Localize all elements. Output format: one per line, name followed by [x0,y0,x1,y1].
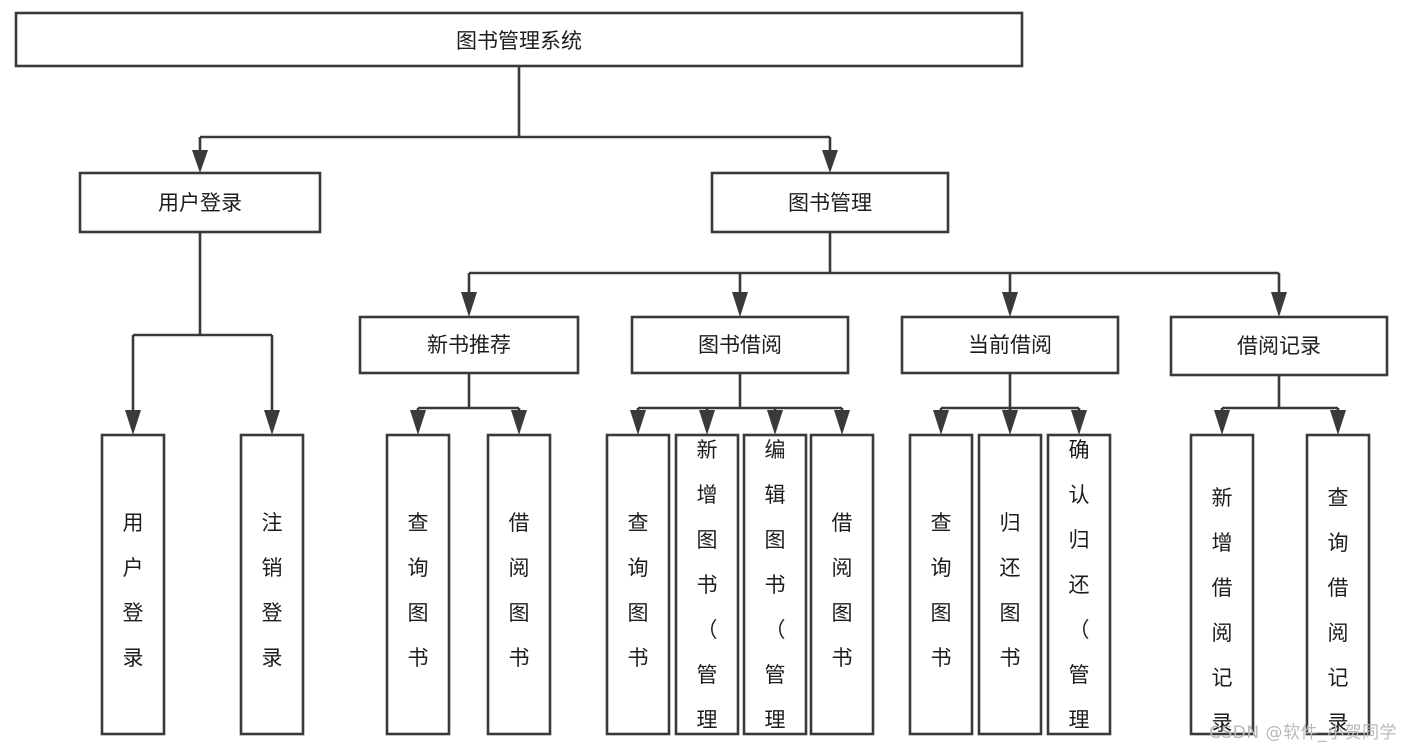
arrowhead-new-book-leaf-1 [410,410,426,435]
node-leaf-borrow-book-2-box[interactable] [809,433,875,736]
arrowhead-current-leaf-1 [933,410,949,435]
node-leaf-query-book-3-label: 查询图书 [931,511,952,670]
node-leaf-query-book-2-label: 查询图书 [628,511,649,670]
node-book-management[interactable]: 图书管理 [710,171,950,234]
node-leaf-return-book[interactable]: 归还图书 [977,433,1043,736]
node-leaf-query-book-3[interactable]: 查询图书 [908,433,974,736]
arrowhead-book-mgmt-to-new-book [461,292,477,317]
node-new-book-recommend-label: 新书推荐 [427,333,511,357]
arrowhead-borrow-leaf-1 [630,410,646,435]
node-leaf-query-book-2[interactable]: 查询图书 [605,433,671,736]
arrowhead-borrow-leaf-3 [767,410,783,435]
arrowhead-borrow-leaf-2 [699,410,715,435]
node-leaf-logout[interactable]: 注销登录 [239,433,305,736]
arrowhead-book-mgmt-to-borrow [732,292,748,317]
node-leaf-borrow-book-1-label: 借阅图书 [509,511,530,670]
node-user-login-box[interactable] [78,171,322,234]
arrowhead-borrow-leaf-4 [834,410,850,435]
node-leaf-user-login-label: 用户登录 [123,511,144,670]
node-borrow-record-label: 借阅记录 [1237,334,1321,358]
node-leaf-add-record[interactable]: 新增借阅记录 [1189,433,1255,736]
arrowhead-book-mgmt-to-current [1002,292,1018,317]
node-leaf-query-book-1-box[interactable] [385,433,451,736]
node-new-book-recommend[interactable]: 新书推荐 [358,315,580,375]
node-leaf-query-book-1[interactable]: 查询图书 [385,433,451,736]
node-new-book-recommend-box[interactable] [358,315,580,375]
node-leaf-logout-label: 注销登录 [262,511,283,670]
node-leaf-user-login-box[interactable] [100,433,166,736]
node-leaf-add-record-label: 新增借阅记录 [1212,486,1233,735]
arrowhead-record-leaf-2 [1330,410,1346,435]
node-leaf-borrow-book-1-box[interactable] [486,433,552,736]
node-leaf-query-record-label: 查询借阅记录 [1328,486,1349,735]
node-leaf-logout-box[interactable] [239,433,305,736]
node-root-box[interactable] [14,11,1024,68]
arrowhead-user-login-leaf-1 [125,410,141,435]
node-leaf-borrow-book-1[interactable]: 借阅图书 [486,433,552,736]
node-leaf-borrow-book-2-label: 借阅图书 [832,511,853,670]
node-leaf-return-book-label: 归还图书 [1000,511,1021,670]
node-book-borrow-box[interactable] [630,315,850,375]
node-leaf-return-book-box[interactable] [977,433,1043,736]
node-leaf-query-book-2-box[interactable] [605,433,671,736]
node-current-borrow-label: 当前借阅 [968,333,1052,357]
arrowhead-user-login-leaf-2 [264,410,280,435]
node-book-management-label: 图书管理 [788,191,872,215]
arrowhead-record-leaf-1 [1214,410,1230,435]
arrowhead-book-mgmt-to-record [1271,292,1287,317]
node-leaf-query-book-3-box[interactable] [908,433,974,736]
node-user-login-label: 用户登录 [158,191,242,215]
node-current-borrow[interactable]: 当前借阅 [900,315,1120,375]
node-leaf-add-book[interactable]: 新增图书（管理员） [674,433,740,747]
node-leaf-add-record-box[interactable] [1189,433,1255,736]
node-borrow-record-box[interactable] [1169,315,1389,377]
arrowhead-current-leaf-3 [1071,410,1087,435]
arrowhead-current-leaf-2 [1002,410,1018,435]
node-root-label: 图书管理系统 [456,29,582,53]
arrowhead-root-to-user-login [192,150,208,173]
node-borrow-record[interactable]: 借阅记录 [1169,315,1389,377]
node-user-login[interactable]: 用户登录 [78,171,322,234]
node-root[interactable]: 图书管理系统 [14,11,1024,68]
node-leaf-borrow-book-2[interactable]: 借阅图书 [809,433,875,736]
node-leaf-add-book-box[interactable] [674,433,740,736]
node-leaf-query-book-1-label: 查询图书 [408,511,429,670]
arrowhead-new-book-leaf-2 [511,410,527,435]
node-leaf-confirm-return-box[interactable] [1046,433,1112,736]
node-leaf-edit-book-box[interactable] [742,433,808,736]
node-leaf-edit-book[interactable]: 编辑图书（管理员） [742,433,808,747]
node-leaf-edit-book-label: 编辑图书（管理员） [765,438,786,747]
connector-layer [125,66,1346,435]
node-leaf-user-login[interactable]: 用户登录 [100,433,166,736]
node-book-borrow-label: 图书借阅 [698,333,782,357]
node-leaf-query-record-box[interactable] [1305,433,1371,736]
node-book-management-box[interactable] [710,171,950,234]
node-current-borrow-box[interactable] [900,315,1120,375]
node-leaf-query-record[interactable]: 查询借阅记录 [1305,433,1371,736]
node-leaf-add-book-label: 新增图书（管理员） [697,438,718,747]
node-leaf-confirm-return[interactable]: 确认归还（管理员） [1046,433,1112,747]
node-book-borrow[interactable]: 图书借阅 [630,315,850,375]
arrowhead-root-to-book-mgmt [822,150,838,173]
node-leaf-confirm-return-label: 确认归还（管理员） [1069,438,1090,747]
